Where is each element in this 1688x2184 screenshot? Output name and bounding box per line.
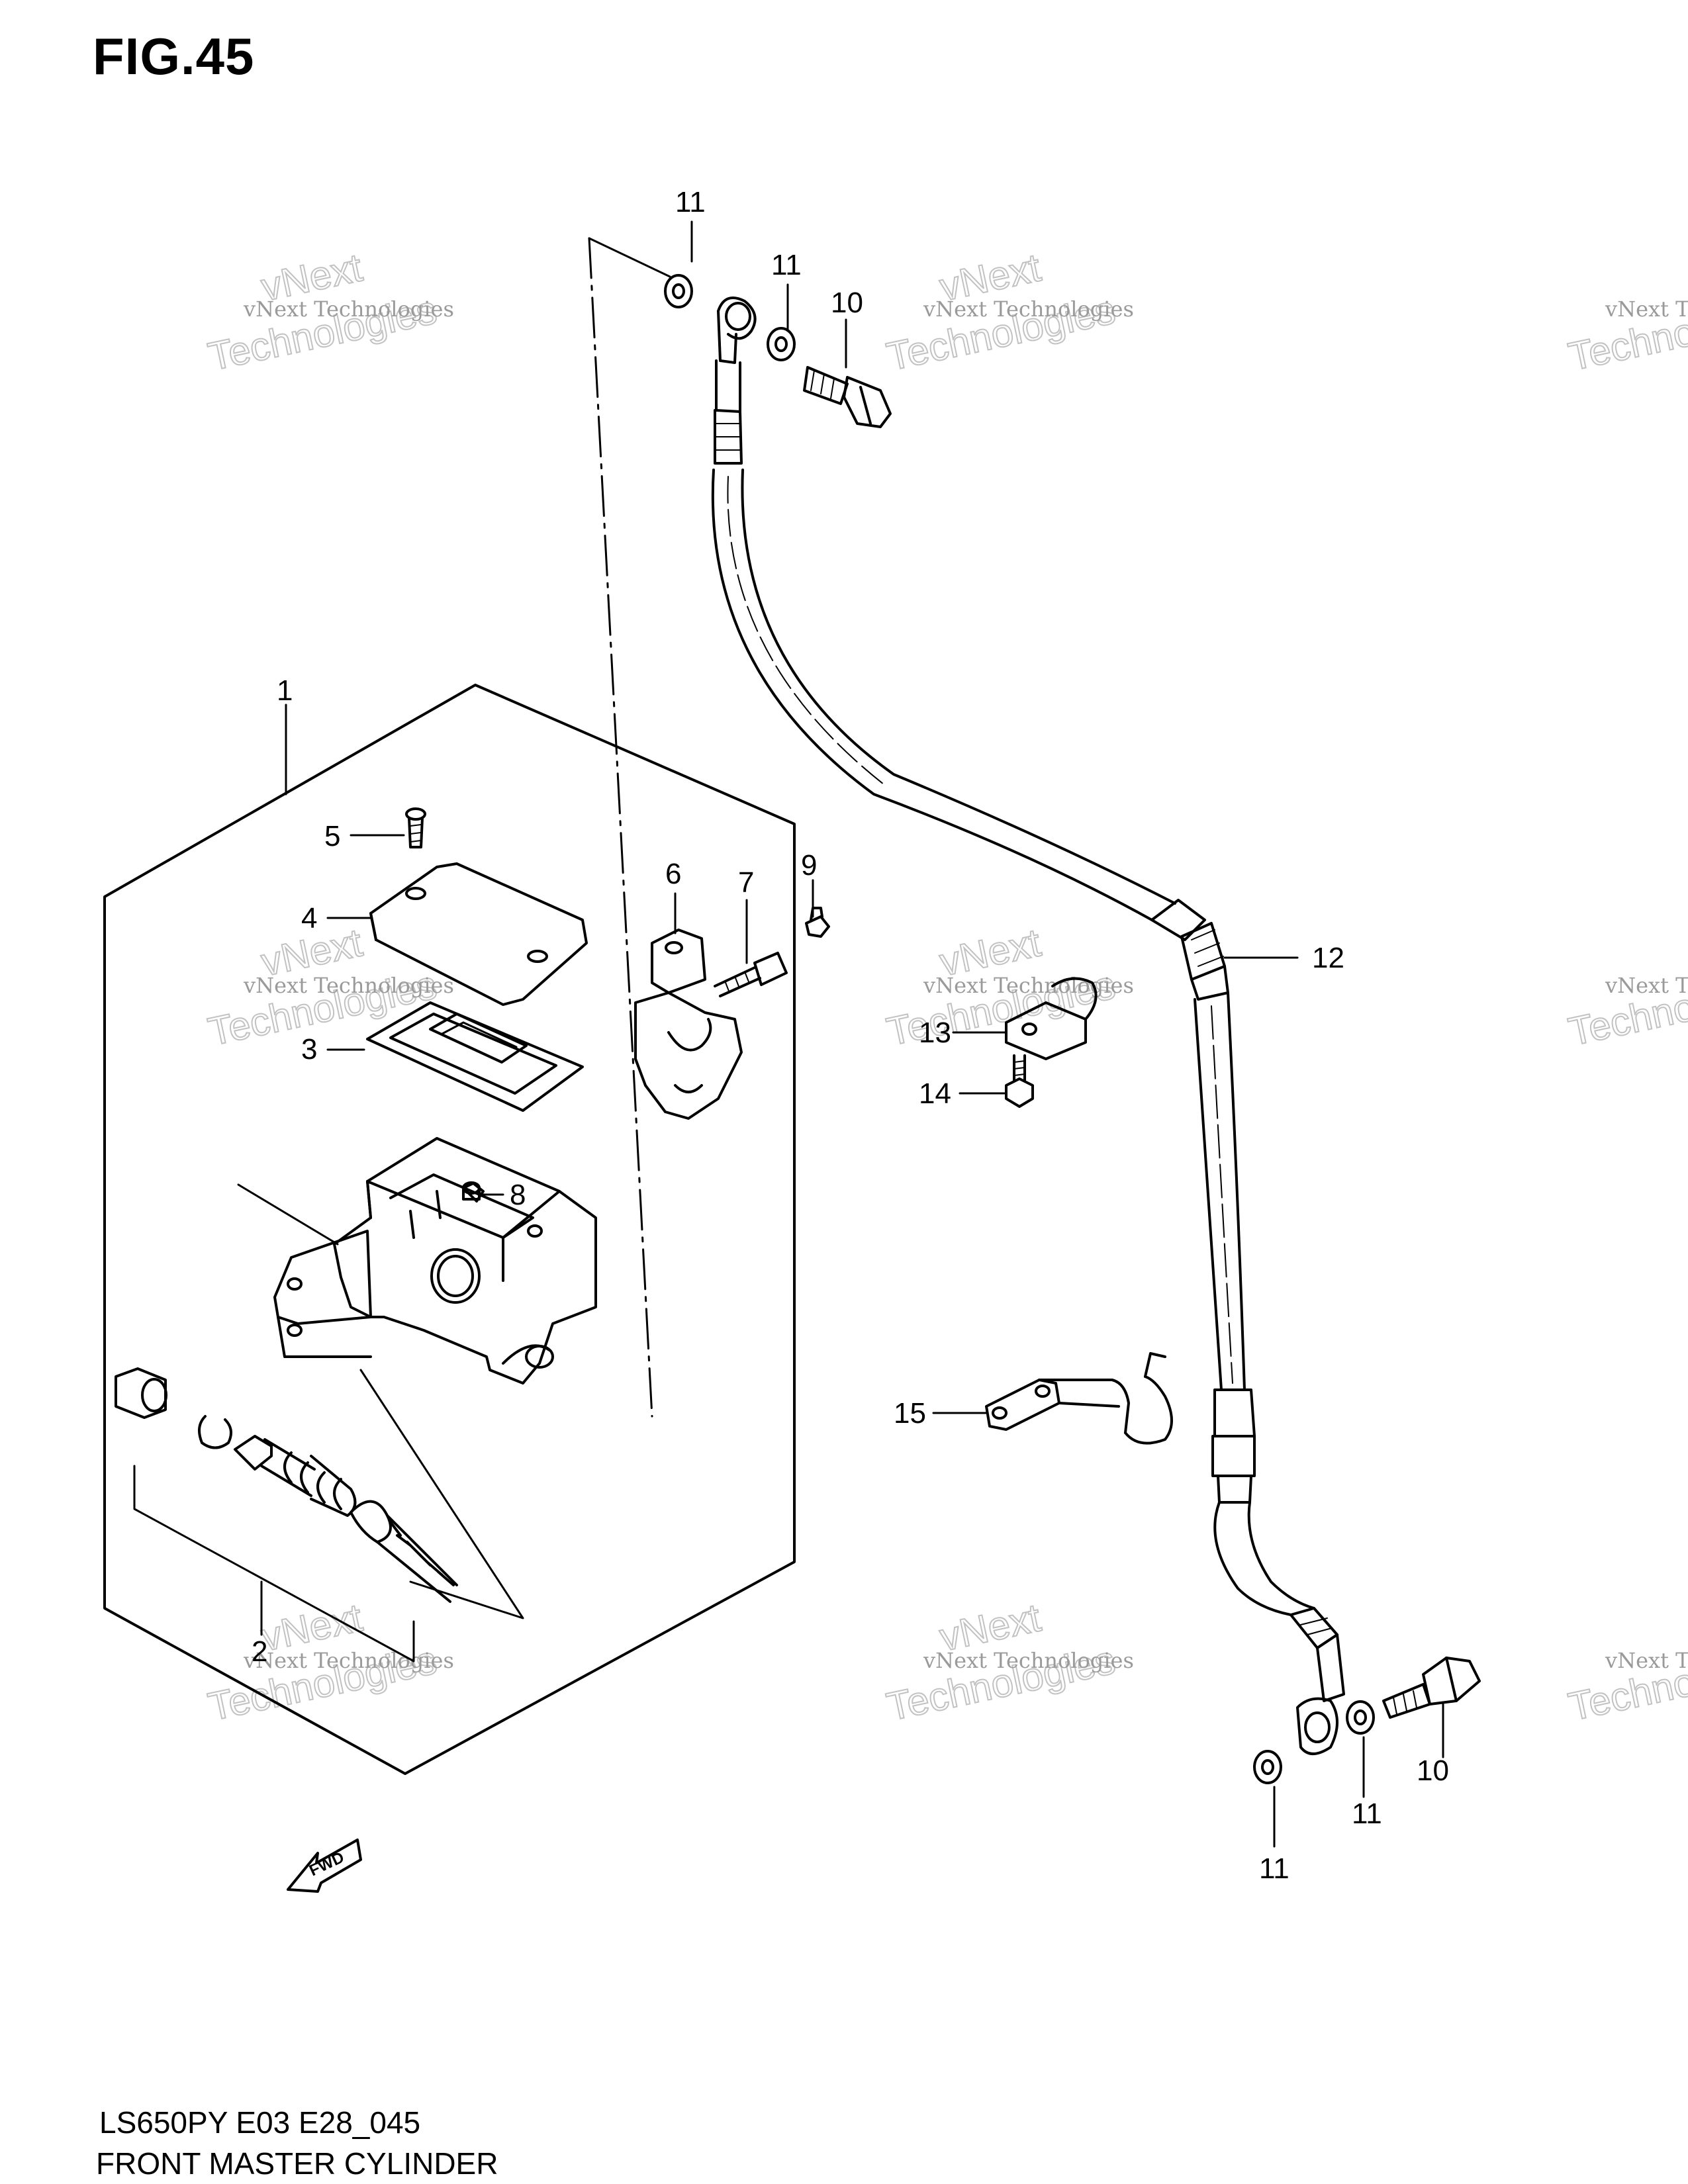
callout-9: 9 bbox=[801, 849, 817, 882]
callout-10-top: 10 bbox=[831, 287, 863, 319]
fwd-arrow-icon bbox=[287, 1839, 362, 1893]
washer-bottom-2 bbox=[1253, 1750, 1282, 1784]
model-code: LS650PY E03 E28_045 bbox=[99, 2105, 421, 2140]
svg-text:vNext Technologies: vNext Technologies bbox=[243, 296, 454, 322]
watermark-low-right: Technologies vNext Technologies bbox=[1564, 1637, 1688, 1729]
body-plug bbox=[462, 1182, 485, 1203]
svg-text:vNext Technologies: vNext Technologies bbox=[923, 973, 1134, 998]
callout-2: 2 bbox=[252, 1635, 267, 1668]
circlip bbox=[198, 1415, 232, 1449]
figure-title: FIG.45 bbox=[93, 27, 255, 85]
diaphragm bbox=[366, 1001, 584, 1112]
callout-11-top-1: 11 bbox=[675, 186, 706, 218]
washer-top-1 bbox=[664, 274, 693, 308]
kit-bracket-bottom bbox=[133, 1465, 415, 1662]
washer-leader-line bbox=[588, 237, 653, 1418]
banjo-bolt-bottom bbox=[1382, 1657, 1481, 1719]
callout-14: 14 bbox=[919, 1077, 951, 1110]
watermark-top-center: Technologies vNext vNext Technologies bbox=[882, 244, 1134, 379]
return-spring bbox=[350, 1500, 458, 1603]
brake-hose bbox=[711, 296, 1345, 1755]
callout-7: 7 bbox=[738, 866, 754, 899]
master-cylinder-body bbox=[273, 1137, 597, 1385]
washer-leader-top bbox=[588, 237, 671, 278]
clamp-bolt bbox=[714, 952, 788, 997]
watermark-top-right: Technologies vNext Technologies bbox=[1564, 287, 1688, 379]
clamp-bolt-small bbox=[1005, 1054, 1034, 1108]
watermark-mid-left: Technologies vNext vNext Technologies bbox=[204, 919, 454, 1054]
boot-cap bbox=[115, 1367, 167, 1419]
hose-guide-bracket bbox=[985, 1352, 1173, 1445]
washer-top-2 bbox=[767, 327, 796, 361]
callout-11-bottom-2: 11 bbox=[1259, 1852, 1289, 1885]
callout-15: 15 bbox=[894, 1397, 926, 1430]
svg-text:vNext Technologies: vNext Technologies bbox=[923, 296, 1134, 322]
callout-13: 13 bbox=[919, 1017, 951, 1049]
callout-1: 1 bbox=[277, 674, 293, 707]
reservoir-cap-screw bbox=[405, 807, 426, 848]
callout-6: 6 bbox=[665, 858, 681, 890]
svg-text:vNext Technologies: vNext Technologies bbox=[1605, 296, 1688, 322]
svg-text:vNext Technologies: vNext Technologies bbox=[1605, 973, 1688, 998]
hose-clamp bbox=[1005, 977, 1098, 1060]
fwd-label: FWD bbox=[306, 1848, 347, 1880]
leader-lines bbox=[285, 220, 1444, 1848]
lever-holder bbox=[634, 929, 743, 1120]
callout-3: 3 bbox=[301, 1033, 317, 1066]
callout-11-bottom-1: 11 bbox=[1352, 1797, 1382, 1830]
callout-8: 8 bbox=[510, 1179, 526, 1211]
callout-4: 4 bbox=[301, 902, 317, 934]
kit-bracket-right bbox=[359, 1369, 524, 1619]
washer-bottom-1 bbox=[1346, 1700, 1375, 1735]
callout-10-bottom: 10 bbox=[1417, 1754, 1449, 1787]
callout-12: 12 bbox=[1312, 942, 1344, 974]
figure-name: FRONT MASTER CYLINDER bbox=[96, 2146, 498, 2181]
reservoir-cap bbox=[369, 862, 588, 1006]
banjo-bolt-top bbox=[803, 366, 892, 428]
watermark-top-left: Technologies vNext vNext Technologies bbox=[204, 244, 454, 379]
piston bbox=[234, 1435, 357, 1517]
callout-5: 5 bbox=[324, 820, 340, 852]
svg-text:vNext Technologies: vNext Technologies bbox=[923, 1648, 1134, 1673]
kit-bracket-left bbox=[237, 1183, 339, 1246]
watermark-mid-right: Technologies vNext Technologies bbox=[1564, 962, 1688, 1054]
svg-text:vNext Technologies: vNext Technologies bbox=[1605, 1648, 1688, 1673]
watermark-low-center: Technologies vNext vNext Technologies bbox=[882, 1594, 1134, 1729]
small-cap-nut bbox=[805, 907, 830, 938]
svg-text:vNext Technologies: vNext Technologies bbox=[243, 973, 454, 998]
svg-text:vNext Technologies: vNext Technologies bbox=[243, 1648, 454, 1673]
assembly-boundary bbox=[103, 684, 796, 1775]
callout-11-top-2: 11 bbox=[771, 249, 802, 281]
